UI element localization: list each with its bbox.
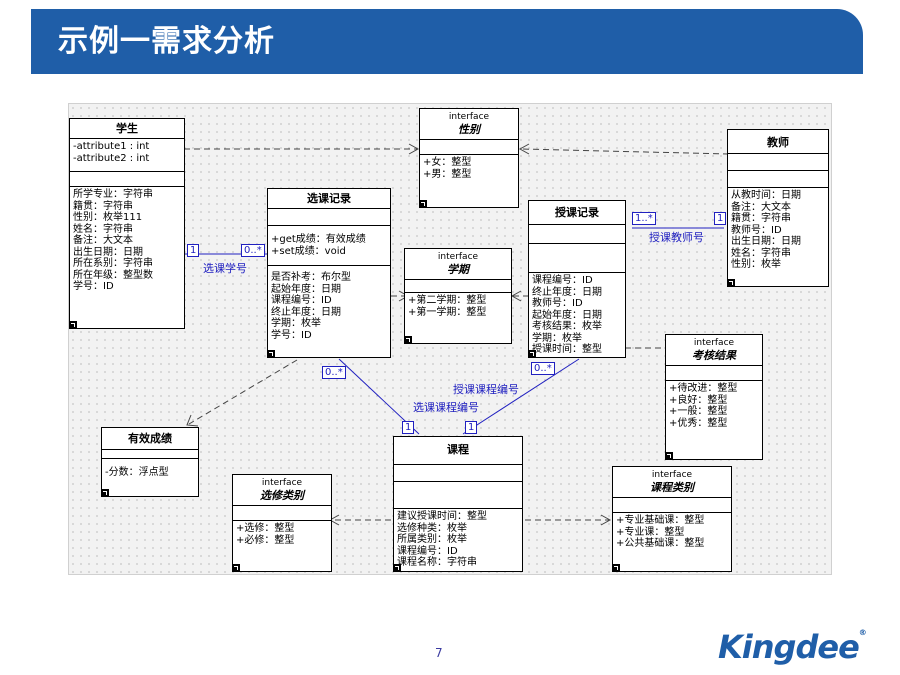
slide-title: 示例一需求分析 (58, 24, 275, 59)
link-corner-icon (404, 336, 412, 344)
attribute-list: 建议授课时间：整型 选修种类：枚举 所属类别：枚举 课程编号：ID 课程名称：字… (397, 511, 487, 568)
attribute-list: 课程编号：ID 终止年度：日期 教师号：ID 起始年度：日期 考核结果：枚举 学… (532, 275, 602, 355)
registered-mark: ® (858, 628, 867, 637)
association-label-teacher-teach: 授课教师号 (649, 231, 704, 244)
empty-compartment (613, 498, 731, 513)
interface-elective-type[interactable]: interface 选修类别 +选修：整型 +必修：整型 (232, 474, 332, 572)
title-banner (31, 9, 863, 74)
link-corner-icon (727, 279, 735, 287)
stereotype-label: interface (437, 252, 479, 262)
empty-compartment (666, 366, 762, 381)
multiplicity-teach-course-end: 1 (465, 421, 478, 434)
link-corner-icon (69, 321, 77, 329)
empty-compartment (233, 506, 331, 521)
stereotype-label: interface (448, 112, 490, 122)
stereotype-label: interface (693, 338, 735, 348)
literal-list: +女：整型 +男：整型 (423, 157, 472, 180)
operation-list: +get成绩：有效成绩 +set成绩：void (268, 226, 390, 266)
attribute-list: 是否补考：布尔型 起始年度：日期 课程编号：ID 终止年度：日期 学期：枚举 学… (271, 272, 351, 341)
empty-compartment (268, 209, 390, 226)
page-number: 7 (435, 646, 443, 660)
dependency-teacher-gender (520, 148, 730, 155)
link-corner-icon (101, 489, 109, 497)
multiplicity-enroll-course-end: 1 (402, 421, 415, 434)
class-name: 有效成绩 (102, 428, 198, 450)
empty-compartment (529, 225, 625, 244)
class-teaching[interactable]: 授课记录 课程编号：ID 终止年度：日期 教师号：ID 起始年度：日期 考核结果… (528, 200, 626, 358)
class-name: 课程 (394, 437, 522, 465)
association-label-teach-course: 授课课程编号 (453, 383, 519, 396)
uml-diagram-canvas: 学生 -attribute1 : int -attribute2 : int 所… (68, 103, 832, 575)
interface-name: 性别 (458, 123, 480, 136)
arrowhead-term-right (510, 290, 522, 302)
multiplicity-teach-course-start: 0..* (531, 362, 555, 375)
association-teach-course (462, 358, 580, 435)
stereotype-label: interface (261, 478, 303, 488)
empty-compartment (420, 140, 518, 155)
link-corner-icon (612, 564, 620, 572)
interface-assessment[interactable]: interface 考核结果 +待改进：整型 +良好：整型 +一般：整型 +优秀… (665, 334, 763, 460)
interface-name: 课程类别 (650, 481, 694, 494)
arrowhead-gender-right (518, 143, 530, 155)
arrowhead-grade (186, 414, 199, 427)
empty-compartment (728, 154, 828, 171)
class-name: 教师 (728, 130, 828, 154)
link-corner-icon (665, 452, 673, 460)
empty-compartment (70, 172, 184, 187)
class-student[interactable]: 学生 -attribute1 : int -attribute2 : int 所… (69, 118, 185, 329)
multiplicity-enroll-course-start: 0..* (322, 366, 346, 379)
link-corner-icon (393, 564, 401, 572)
class-name: 学生 (70, 119, 184, 139)
multiplicity-teach-end: 1..* (632, 212, 656, 225)
interface-name: 选修类别 (260, 489, 304, 502)
empty-compartment (529, 244, 625, 273)
literal-list: +选修：整型 +必修：整型 (236, 523, 295, 546)
interface-course-category[interactable]: interface 课程类别 +专业基础课：整型 +专业课：整型 +公共基础课：… (612, 466, 732, 572)
association-label-student-enroll: 选课学号 (203, 262, 247, 275)
empty-compartment (728, 171, 828, 188)
multiplicity-student-end: 1 (187, 244, 200, 257)
attribute-list: -分数：浮点型 (102, 458, 198, 481)
empty-compartment (405, 280, 511, 293)
association-label-enroll-course: 选课课程编号 (413, 401, 479, 414)
literal-list: +第二学期：整型 +第一学期：整型 (408, 295, 487, 318)
class-name: 选课记录 (268, 189, 390, 209)
empty-compartment (394, 465, 522, 482)
class-course[interactable]: 课程 建议授课时间：整型 选修种类：枚举 所属类别：枚举 课程编号：ID 课程名… (393, 436, 523, 572)
interface-name: 考核结果 (692, 349, 736, 362)
arrowhead-category (600, 514, 612, 526)
class-valid-grade[interactable]: 有效成绩 -分数：浮点型 (101, 427, 199, 497)
link-corner-icon (419, 200, 427, 208)
interface-name: 学期 (447, 263, 469, 276)
class-teacher[interactable]: 教师 从教时间：日期 备注：大文本 籍贯：字符串 教师号：ID 出生日期：日期 … (727, 129, 829, 287)
stereotype-label: interface (651, 470, 693, 480)
interface-gender[interactable]: interface 性别 +女：整型 +男：整型 (419, 108, 519, 208)
attribute-list: 从教时间：日期 备注：大文本 籍贯：字符串 教师号：ID 出生日期：日期 姓名：… (731, 190, 801, 270)
attribute-list: -attribute1 : int -attribute2 : int (70, 139, 184, 172)
class-name: 授课记录 (529, 201, 625, 225)
multiplicity-enroll-end: 0..* (241, 244, 265, 257)
kingdee-logo: Kingdee® (718, 628, 867, 666)
interface-term[interactable]: interface 学期 +第二学期：整型 +第一学期：整型 (404, 248, 512, 344)
link-corner-icon (267, 350, 275, 358)
operation-list: 所学专业：字符串 籍贯：字符串 性别：枚举111 姓名：字符串 备注：大文本 出… (73, 189, 153, 292)
link-corner-icon (528, 350, 536, 358)
literal-list: +专业基础课：整型 +专业课：整型 +公共基础课：整型 (616, 515, 705, 549)
class-enrollment[interactable]: 选课记录 +get成绩：有效成绩 +set成绩：void 是否补考：布尔型 起始… (267, 188, 391, 358)
literal-list: +待改进：整型 +良好：整型 +一般：整型 +优秀：整型 (669, 383, 738, 429)
arrowhead-gender-left (408, 143, 420, 155)
empty-compartment (394, 482, 522, 509)
dependency-enroll-grade (188, 359, 298, 425)
multiplicity-teacher-end: 1 (714, 212, 727, 225)
link-corner-icon (232, 564, 240, 572)
